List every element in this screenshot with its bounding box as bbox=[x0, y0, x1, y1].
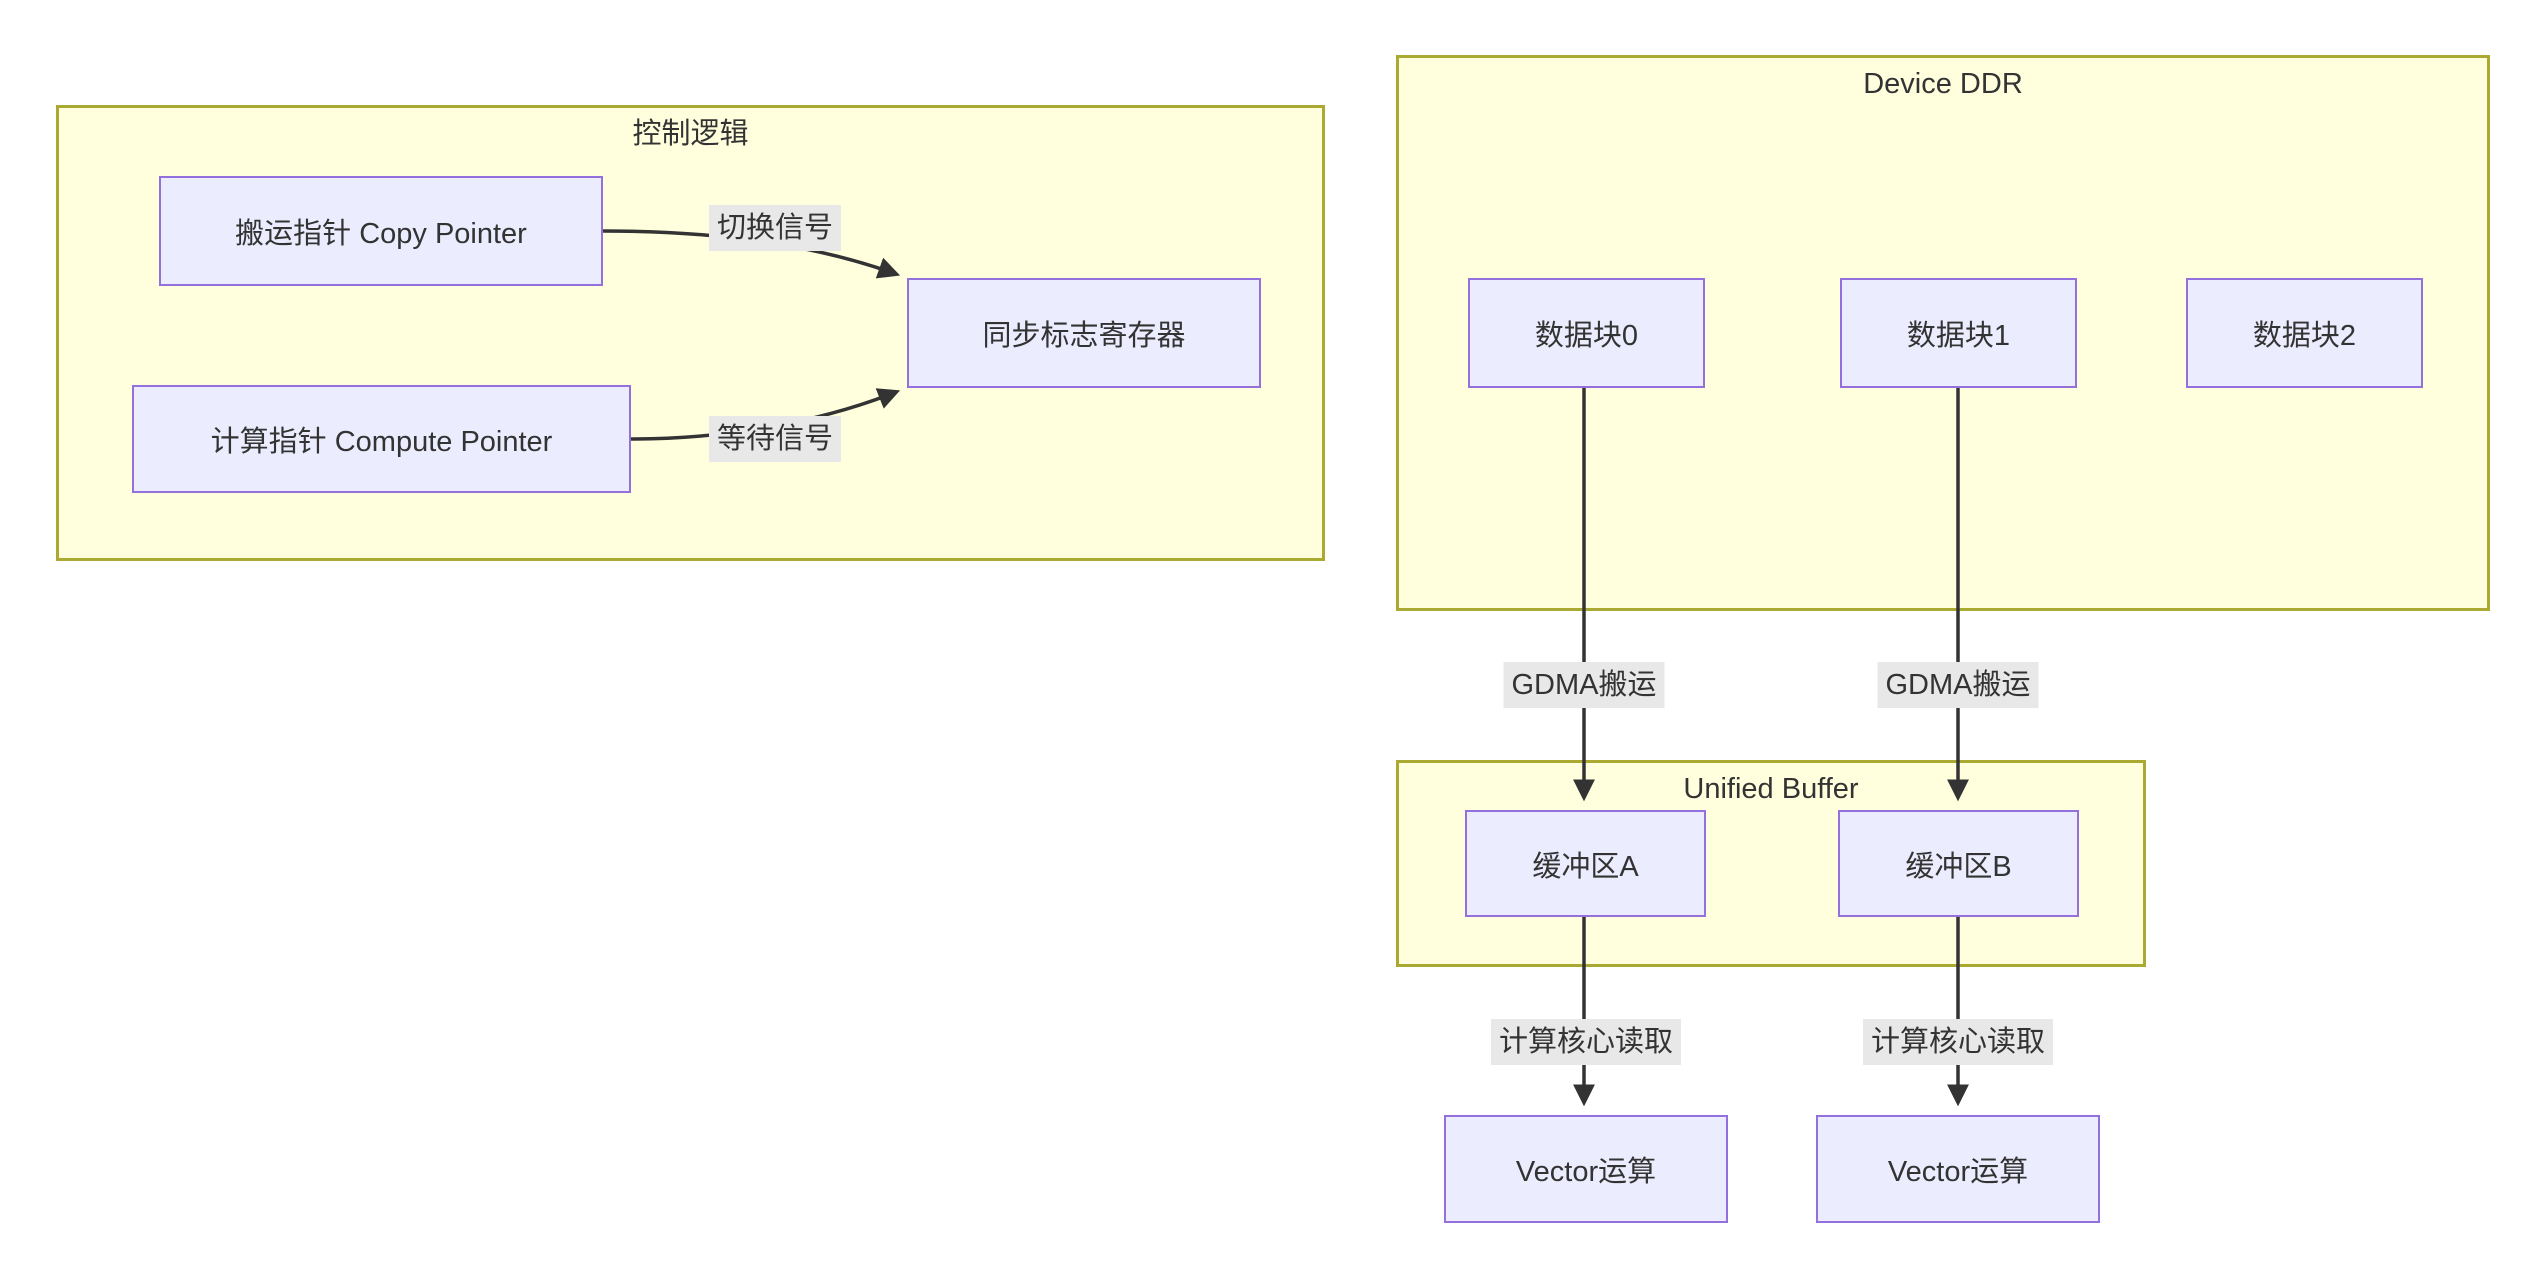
cluster-control-logic-title: 控制逻辑 bbox=[632, 118, 749, 150]
node-buffer-b: 缓冲区B bbox=[1838, 810, 2079, 917]
edge-label-switch-signal: 切换信号 bbox=[708, 205, 842, 251]
edge-label-wait-signal: 等待信号 bbox=[708, 416, 842, 462]
node-sync-flag-register: 同步标志寄存器 bbox=[907, 278, 1261, 388]
node-copy-pointer: 搬运指针 Copy Pointer bbox=[159, 176, 603, 286]
node-vector-compute-b: Vector运算 bbox=[1816, 1115, 2100, 1223]
edge-label-compute-read-a: 计算核心读取 bbox=[1490, 1019, 1682, 1065]
edge-label-compute-read-b: 计算核心读取 bbox=[1862, 1019, 2054, 1065]
cluster-unified-buffer-title: Unified Buffer bbox=[1683, 773, 1859, 805]
node-compute-pointer: 计算指针 Compute Pointer bbox=[132, 385, 631, 493]
edge-label-gdma-copy-b: GDMA搬运 bbox=[1877, 662, 2039, 708]
cluster-device-ddr-title: Device DDR bbox=[1863, 68, 2023, 100]
node-buffer-a: 缓冲区A bbox=[1465, 810, 1706, 917]
edge-label-gdma-copy-a: GDMA搬运 bbox=[1503, 662, 1665, 708]
node-data-block1: 数据块1 bbox=[1840, 278, 2077, 388]
node-data-block2: 数据块2 bbox=[2186, 278, 2423, 388]
node-vector-compute-a: Vector运算 bbox=[1444, 1115, 1728, 1223]
node-data-block0: 数据块0 bbox=[1468, 278, 1705, 388]
